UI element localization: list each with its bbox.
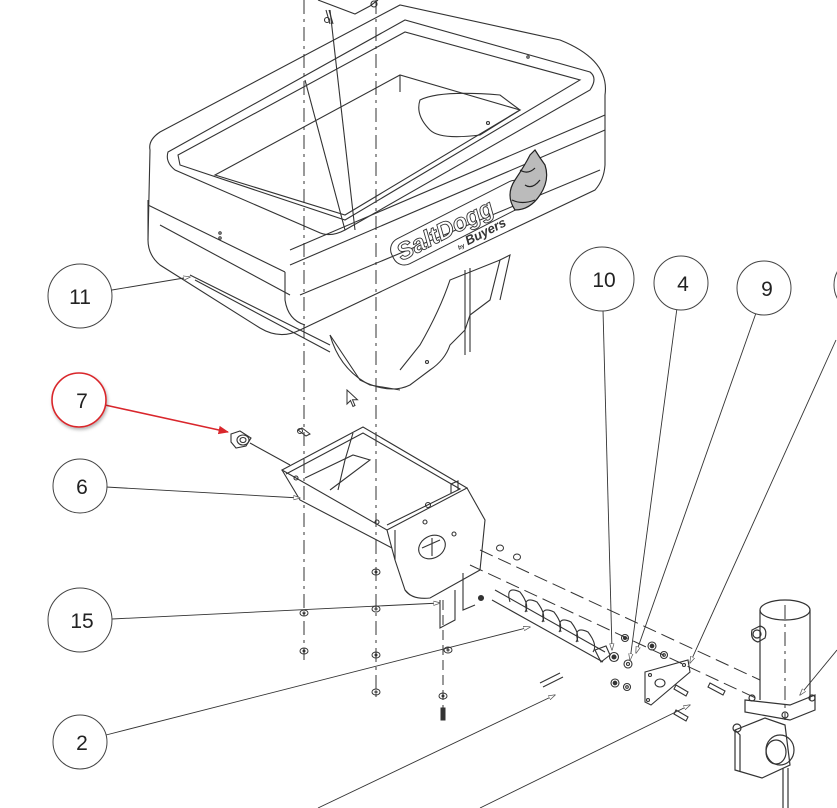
- mouse-cursor-icon: [346, 389, 359, 408]
- hardware-washers: [299, 544, 521, 721]
- callout-2[interactable]: 2: [52, 714, 108, 770]
- callout-6[interactable]: 6: [52, 458, 108, 514]
- callout-10[interactable]: 10: [569, 246, 635, 312]
- leader-9: [636, 312, 757, 653]
- auger: [491, 589, 611, 663]
- motor-mount-hardware: [539, 633, 726, 722]
- bolt: [297, 427, 311, 437]
- callout-11-label: 11: [69, 286, 91, 309]
- callout-4[interactable]: 4: [653, 255, 709, 311]
- leader-motor: [800, 649, 837, 695]
- callout-15[interactable]: 15: [47, 587, 113, 653]
- callout-2-label: 2: [76, 732, 88, 755]
- leader-4: [630, 307, 678, 660]
- hopper: [147, 4, 606, 391]
- leader-2: [105, 627, 530, 736]
- leader-10: [602, 309, 612, 650]
- motor: [732, 599, 816, 808]
- leader-partial: [690, 339, 837, 663]
- callout-4-label: 4: [677, 273, 689, 296]
- auger-housing: [280, 426, 486, 629]
- callout-11[interactable]: 11: [47, 263, 113, 329]
- top-bracket: [317, 0, 379, 25]
- callout-9[interactable]: 9: [736, 260, 792, 316]
- callout-6-label: 6: [76, 476, 88, 499]
- leader-lines: [105, 277, 837, 808]
- dog-mascot-icon: [509, 149, 548, 211]
- callout-10-label: 10: [592, 269, 615, 292]
- callout-9-label: 9: [761, 278, 773, 301]
- callout-7-label: 7: [76, 390, 88, 413]
- leader-15: [111, 603, 440, 620]
- bushing: [230, 430, 291, 466]
- leader-11: [111, 277, 190, 291]
- leader-6: [105, 486, 300, 498]
- callout-15-label: 15: [70, 610, 93, 633]
- centerlines: [303, 0, 786, 720]
- logo-byline: by: [457, 243, 467, 252]
- callout-partial[interactable]: [833, 257, 837, 313]
- callout-7[interactable]: 7: [51, 372, 230, 435]
